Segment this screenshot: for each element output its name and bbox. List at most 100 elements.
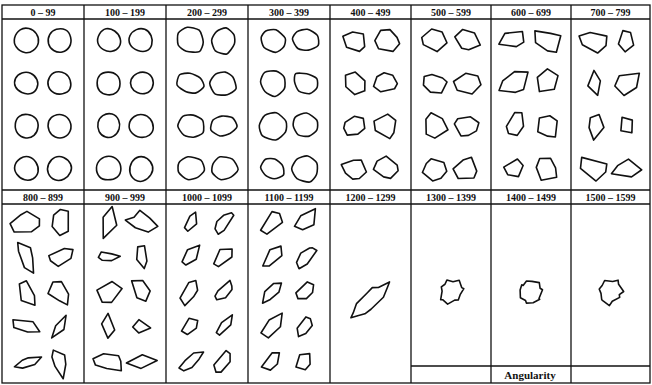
grain-outline <box>538 116 557 137</box>
grain-outline <box>130 157 153 182</box>
grain-outline <box>216 315 232 335</box>
grain-outline <box>125 210 157 232</box>
grain-outline <box>618 31 633 52</box>
grain-outline <box>181 318 197 334</box>
grain-outline <box>212 28 235 54</box>
grain-outline <box>297 248 317 269</box>
grain-outline <box>292 156 318 182</box>
grain-outline <box>15 114 38 138</box>
grain-outline <box>14 357 41 368</box>
grain-outline <box>343 32 365 51</box>
grain-outline <box>263 283 282 303</box>
grain-outline <box>129 29 152 52</box>
grain-outline <box>345 72 364 95</box>
grain-outline <box>580 157 606 181</box>
grain-outline <box>615 73 640 95</box>
grain-shapes <box>10 27 642 378</box>
column-line <box>247 5 248 383</box>
grain-outline <box>373 156 398 178</box>
range-header: 1300 – 1399 <box>426 193 476 203</box>
range-header: 700 – 799 <box>591 8 631 18</box>
range-header: 1500 – 1599 <box>586 193 636 203</box>
grain-outline <box>214 351 230 373</box>
grain-outline <box>98 29 121 52</box>
grain-outline <box>621 117 632 133</box>
grain-outline <box>453 157 477 178</box>
grain-outline <box>93 354 121 371</box>
grain-outline <box>13 320 40 332</box>
grain-outline <box>296 354 310 370</box>
grain-outline <box>294 209 315 230</box>
grain-outline <box>351 282 390 318</box>
range-header: 0 – 99 <box>31 8 56 18</box>
grain-outline <box>499 72 528 93</box>
grain-outline <box>504 159 523 177</box>
range-header: 800 – 899 <box>23 193 63 203</box>
column-line <box>329 5 330 383</box>
grain-outline <box>212 157 238 180</box>
range-header: 1400 – 1499 <box>506 193 556 203</box>
grain-outline <box>422 159 446 181</box>
grain-outline <box>374 114 396 138</box>
grain-outline <box>261 71 286 97</box>
grain-outline <box>341 160 366 179</box>
grain-outline <box>293 113 318 136</box>
grain-outline <box>130 72 153 94</box>
axis-title: Angularity <box>504 370 555 381</box>
column-line <box>410 5 411 383</box>
grain-outline <box>132 280 151 301</box>
range-header: 1200 – 1299 <box>346 193 396 203</box>
grain-outline <box>375 30 400 52</box>
grain-outline <box>133 320 151 333</box>
grain-outline <box>535 31 561 52</box>
range-header: 200 – 299 <box>187 8 227 18</box>
grain-outline <box>126 355 157 369</box>
grain-outline <box>214 249 232 267</box>
grain-outline <box>182 245 200 265</box>
column-line <box>490 5 491 383</box>
grain-outline <box>261 313 282 338</box>
grain-outline <box>137 246 147 269</box>
grain-outline <box>520 281 542 303</box>
grain-outline <box>15 157 39 181</box>
grain-outline <box>454 117 478 136</box>
grain-outline <box>263 246 282 266</box>
grain-outline <box>215 280 232 299</box>
grain-outline <box>177 73 204 93</box>
grain-outline <box>48 29 71 53</box>
grain-outline <box>499 32 524 47</box>
grain-outline <box>441 280 464 304</box>
grain-outline <box>294 73 317 94</box>
range-header: 300 – 399 <box>269 8 309 18</box>
grain-outline <box>426 113 448 138</box>
grain-outline <box>297 317 312 337</box>
grain-outline <box>210 72 236 95</box>
grain-outline <box>10 211 39 232</box>
range-header: 600 – 699 <box>511 8 551 18</box>
grain-outline <box>177 27 203 52</box>
grain-outline <box>611 159 641 177</box>
grain-outline <box>579 33 607 53</box>
grain-outline <box>599 280 623 305</box>
grain-outline <box>454 73 481 94</box>
grain-outline <box>97 72 120 95</box>
grain-outline <box>589 115 604 141</box>
grain-outline <box>261 30 285 53</box>
grain-outline <box>102 313 115 338</box>
range-header: 900 – 999 <box>105 193 145 203</box>
grain-outline <box>14 28 38 53</box>
grain-outline <box>179 352 204 371</box>
grain-outline <box>261 212 283 235</box>
range-header: 100 – 199 <box>105 8 145 18</box>
grain-outline <box>185 212 197 231</box>
grain-outline <box>374 73 398 92</box>
table-grid <box>2 5 650 383</box>
grain-outline <box>52 315 66 338</box>
grain-outline <box>537 69 558 92</box>
grain-outline <box>97 282 122 303</box>
column-line <box>83 5 84 383</box>
range-header: 1000 – 1099 <box>182 193 232 203</box>
grain-outline <box>259 113 286 140</box>
column-lines <box>84 5 571 383</box>
